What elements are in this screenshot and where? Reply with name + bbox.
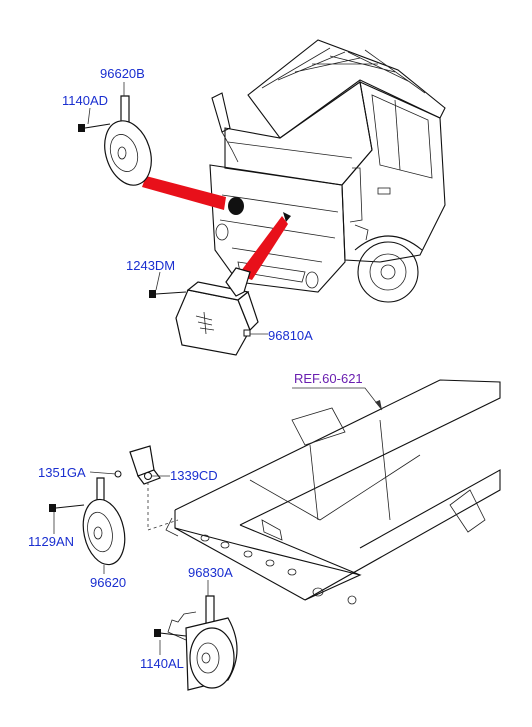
bracket-1339cd-drawing bbox=[89, 445, 179, 531]
label-96620: 96620 bbox=[90, 575, 127, 590]
label-1243dm: 1243DM bbox=[126, 258, 176, 273]
horn-96620b-drawing bbox=[78, 95, 152, 186]
horn-96830a-drawing bbox=[154, 595, 238, 691]
label-96810a: 96810A bbox=[268, 328, 313, 343]
label-ref-60-621: REF.60-621 bbox=[294, 371, 363, 386]
label-1129an: 1129AN bbox=[28, 534, 75, 549]
pointer-arrow-lower-horn bbox=[238, 216, 288, 280]
label-1351ga: 1351GA bbox=[38, 465, 86, 480]
horn-96810a-drawing bbox=[149, 267, 259, 356]
label-1140al: 1140AL bbox=[140, 656, 184, 671]
label-1339cd: 1339CD bbox=[170, 468, 218, 483]
chassis-frame-illustration bbox=[165, 379, 501, 605]
pointer-arrow-upper-horn bbox=[142, 176, 226, 210]
label-96830a: 96830A bbox=[188, 565, 233, 580]
truck-cab-illustration bbox=[209, 39, 446, 303]
label-1140ad: 1140AD bbox=[62, 93, 109, 108]
label-96620b: 96620B bbox=[100, 66, 145, 81]
horn-96620-drawing bbox=[49, 477, 126, 566]
